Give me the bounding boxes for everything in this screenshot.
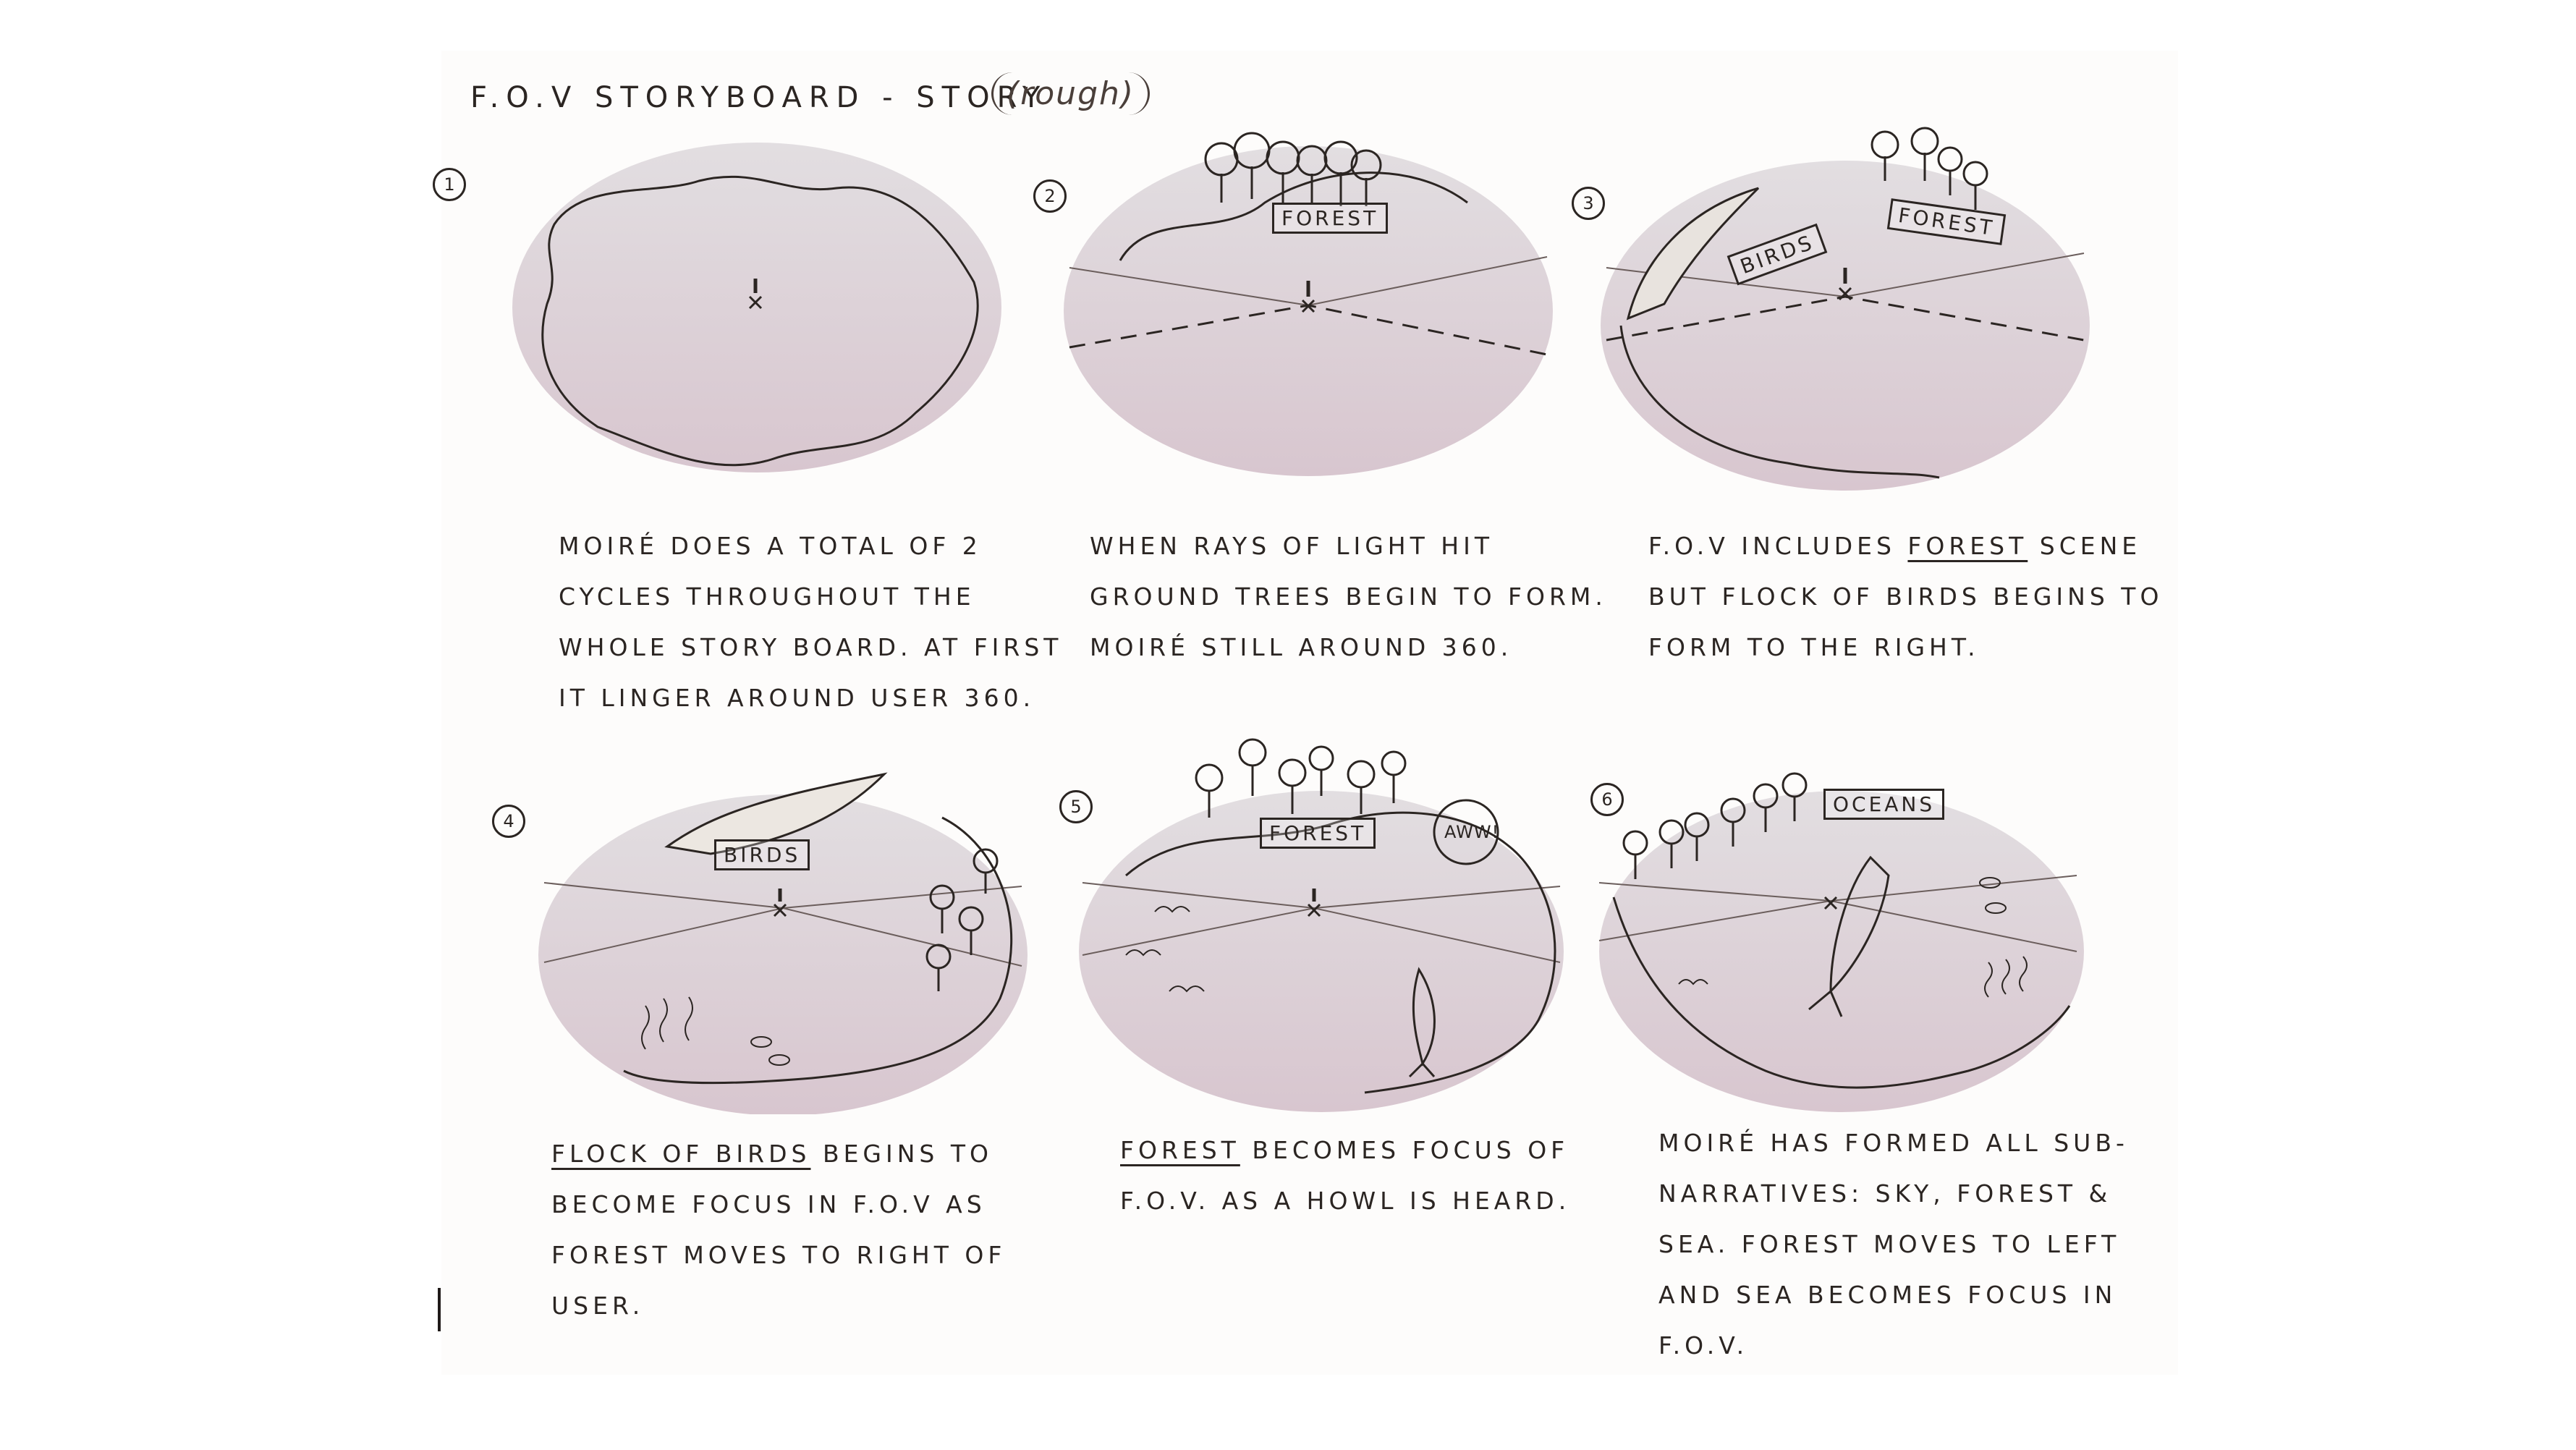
- caption-text: SCENE BUT FLOCK OF BIRDS BEGINS TO FORM …: [1648, 532, 2164, 661]
- whale-icon: [1808, 855, 1890, 1017]
- fish-icons: [1979, 877, 2007, 914]
- tree-icons: [1870, 127, 1988, 210]
- panel-5-sketch: [1079, 738, 1564, 1112]
- birds-label: BIRDS: [714, 839, 810, 870]
- wave-marks: [641, 996, 693, 1050]
- user-marker: [1838, 268, 1852, 301]
- ground-line: [1082, 907, 1561, 963]
- panel-4-caption: FLOCK OF BIRDS BEGINS TO BECOME FOCUS IN…: [551, 1129, 1072, 1331]
- user-marker: [748, 279, 763, 310]
- page-title: F.O.V STORYBOARD - STORY: [470, 81, 1048, 114]
- panel-1: [511, 137, 1003, 478]
- tree-icons: [1195, 738, 1407, 818]
- moire-path: [1125, 811, 1556, 1094]
- panel-2-sketch: [1064, 132, 1553, 476]
- moire-path: [623, 816, 1013, 1085]
- caption-emphasis: FOREST: [1907, 532, 2028, 560]
- fish-icons: [750, 1036, 790, 1066]
- user-marker: [1823, 896, 1838, 910]
- panel-5-caption: FOREST BECOMES FOCUS OF F.O.V. AS A HOWL…: [1120, 1125, 1641, 1226]
- fov-oval: [1601, 161, 2090, 491]
- forest-label: FOREST: [1260, 818, 1376, 849]
- panel-6-caption: MOIRÉ HAS FORMED ALL SUB-NARRATIVES: SKY…: [1658, 1129, 2129, 1360]
- panel-number: 5: [1059, 790, 1093, 823]
- panel-6: OCEANS: [1592, 731, 2084, 1112]
- moire-path: [1619, 325, 1940, 479]
- user-marker: [1301, 281, 1315, 313]
- panel-number: 3: [1572, 187, 1605, 220]
- oceans-label: OCEANS: [1823, 789, 1945, 820]
- panel-4-sketch: [538, 772, 1028, 1114]
- tree-icons: [925, 848, 999, 991]
- howl-text: AWW!: [1444, 822, 1500, 842]
- panel-2: FOREST: [1062, 116, 1554, 476]
- caption-text: F.O.V INCLUDES: [1648, 532, 1908, 560]
- ground-line: [1598, 882, 2077, 952]
- panel-4: BIRDS: [537, 767, 1029, 1114]
- title-note: (rough): [991, 72, 1151, 115]
- tree-icons: [1204, 132, 1382, 206]
- tree-icons: [1622, 772, 1808, 879]
- fov-oval: [1599, 791, 2084, 1112]
- fish-icon: [1408, 967, 1436, 1078]
- moire-path: [541, 175, 979, 467]
- panel-number: 4: [492, 805, 525, 838]
- fov-oval: [512, 143, 1001, 472]
- caption-emphasis: FOREST: [1120, 1136, 1240, 1164]
- forest-label: FOREST: [1272, 203, 1389, 234]
- panel-number: 2: [1033, 179, 1067, 213]
- fov-oval: [1064, 146, 1553, 476]
- panel-3: BIRDS FOREST: [1599, 116, 2091, 491]
- panel-3-sketch: [1601, 127, 2090, 491]
- panel-1-caption: MOIRÉ DOES A TOTAL OF 2 cycles throughou…: [559, 532, 1063, 712]
- user-marker: [773, 889, 787, 917]
- bird-flock: [664, 772, 888, 855]
- scan-mark: [438, 1288, 441, 1331]
- caption-text: BEGINS TO BECOME FOCUS IN F.O.V AS FORES…: [551, 1140, 1007, 1320]
- bird-marks: [1125, 906, 1205, 993]
- moire-path: [1612, 896, 2071, 1089]
- fov-oval: [1079, 791, 1564, 1112]
- panel-5: FOREST AWW!: [1075, 724, 1567, 1112]
- bird-marks: [1678, 979, 1708, 985]
- caption-emphasis: FLOCK OF BIRDS: [551, 1140, 811, 1168]
- wave-marks: [1984, 956, 2028, 998]
- moire-arc: [1119, 171, 1468, 261]
- panel-2-caption: WHEN RAYS OF LIGHT HIT GROUND TREES BEGI…: [1090, 532, 1607, 661]
- caption-text: BECOMES FOCUS OF F.O.V. AS A HOWL IS HEA…: [1120, 1136, 1571, 1215]
- bird-flock: [1626, 187, 1760, 321]
- panel-number: 6: [1590, 783, 1624, 816]
- panel-number: 1: [433, 168, 466, 201]
- ground-dashes: [1606, 295, 2085, 342]
- panel-1-sketch: [512, 143, 1001, 472]
- howl-bubble: [1433, 799, 1499, 865]
- panel-3-caption: F.O.V INCLUDES FOREST SCENE BUT FLOCK OF…: [1648, 521, 2169, 673]
- panel-6-sketch: [1598, 772, 2084, 1112]
- user-marker: [1307, 889, 1321, 917]
